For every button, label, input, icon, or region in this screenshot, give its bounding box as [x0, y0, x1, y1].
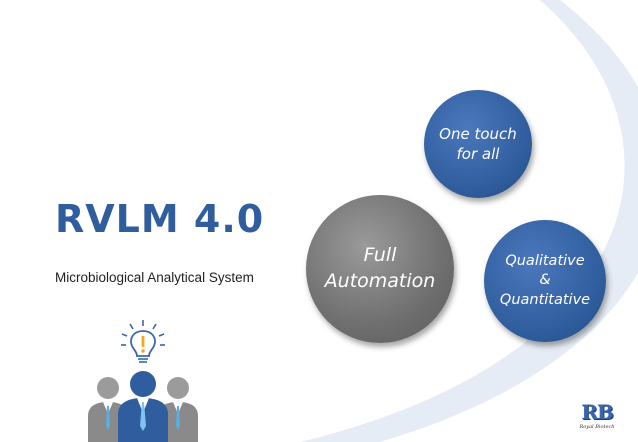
bubble-line: Automation	[324, 270, 436, 292]
bubble-line: &	[539, 272, 551, 289]
bubble-line: Full	[363, 244, 397, 267]
company-logo: RB Royal Biotech	[572, 402, 622, 438]
bubble-line: for all	[456, 145, 500, 163]
page-title: RVLM 4.0	[55, 197, 265, 241]
logo-text: Royal Biotech	[579, 424, 615, 430]
page-subtitle: Microbiological Analytical System	[55, 270, 254, 285]
bubble-line: Quantitative	[499, 291, 591, 308]
bubble-line: Qualitative	[505, 252, 585, 269]
logo-mark: RB	[581, 400, 614, 424]
people-group-icon	[88, 320, 198, 442]
lightbulb-icon	[121, 320, 165, 363]
person-center	[118, 371, 168, 442]
bubble-line: One touch	[439, 124, 517, 143]
feature-bubble-qualitative-quantitative: Qualitative & Quantitative	[484, 220, 606, 342]
feature-bubble-full-automation: Full Automation	[306, 195, 454, 343]
feature-bubble-one-touch: One touch for all	[424, 90, 532, 198]
